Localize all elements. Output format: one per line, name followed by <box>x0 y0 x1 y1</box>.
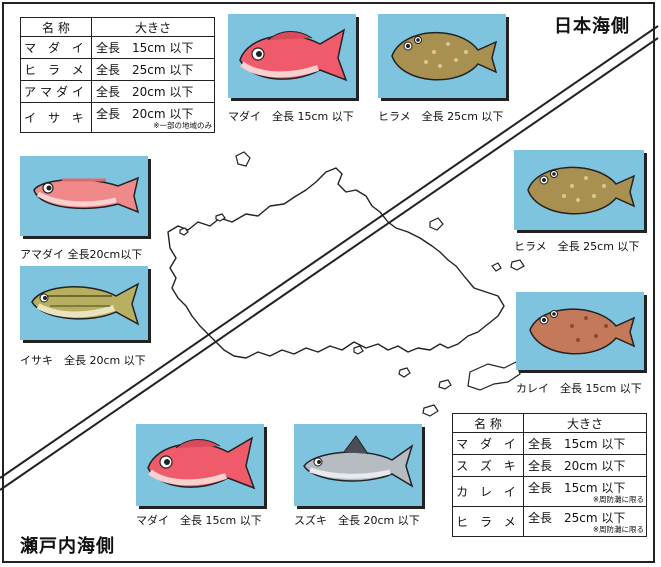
table-row: イ サ キ 全長 20cm 以下 ※一部の地域のみ <box>20 102 215 133</box>
table-header-name: 名 称 <box>20 17 92 37</box>
fish-caption: マダイ 全長 15cm 以下 <box>136 514 262 527</box>
fish-illustration <box>228 14 356 98</box>
size-table-seto-inland-sea: 名 称 大きさ マ ダ イ 全長 15cm 以下 ス ズ キ 全長 20cm 以… <box>452 413 647 537</box>
table-cell-name: カ レ イ <box>452 476 524 507</box>
fish-caption: ヒラメ 全長 25cm 以下 <box>378 110 504 123</box>
sea-boundary-lines <box>0 25 659 491</box>
table-cell-size: 全長 15cm 以下 ※周防灘に限る <box>523 476 647 507</box>
madai-fish-icon <box>239 28 348 82</box>
table-header-size: 大きさ <box>91 17 215 37</box>
table-row: ヒ ラ メ 全長 25cm 以下 <box>20 58 215 81</box>
fish-caption: カレイ 全長 15cm 以下 <box>516 382 642 395</box>
amadai-fish-icon <box>33 176 140 214</box>
table-cell-size: 全長 20cm 以下 ※一部の地域のみ <box>91 102 215 133</box>
madai-fish-icon <box>147 436 256 490</box>
table-cell-name: ス ズ キ <box>452 454 524 477</box>
table-row: マ ダ イ 全長 15cm 以下 <box>20 36 215 59</box>
size-table-japan-sea: 名 称 大きさ マ ダ イ 全長 15cm 以下 ヒ ラ メ 全長 25cm 以… <box>20 17 215 133</box>
table-row: ス ズ キ 全長 20cm 以下 <box>452 454 647 477</box>
table-row: カ レ イ 全長 15cm 以下 ※周防灘に限る <box>452 476 647 507</box>
island-small-5 <box>429 217 444 231</box>
mainland-outline <box>167 167 505 359</box>
island-small-7 <box>215 213 226 222</box>
table-row: マ ダ イ 全長 15cm 以下 <box>452 432 647 455</box>
table-header-row: 名 称 大きさ <box>452 413 647 433</box>
fish-caption: アマダイ 全長20cm以下 <box>20 248 143 261</box>
suzuki-fish-icon <box>303 435 414 488</box>
table-cell-name: ヒ ラ メ <box>452 506 524 537</box>
fish-illustration <box>136 424 264 506</box>
table-cell-name: ヒ ラ メ <box>20 58 92 81</box>
fish-illustration <box>514 150 644 230</box>
hirame-fish-icon <box>527 166 636 215</box>
island-small-3 <box>438 379 452 390</box>
fish-illustration <box>20 266 148 340</box>
table-cell-size: 全長 25cm 以下 ※周防灘に限る <box>523 506 647 537</box>
fish-caption: ヒラメ 全長 25cm 以下 <box>514 240 640 253</box>
fish-caption: イサキ 全長 20cm 以下 <box>20 354 146 367</box>
boundary-line-outer <box>0 25 659 479</box>
table-row: ヒ ラ メ 全長 25cm 以下 ※周防灘に限る <box>452 506 647 537</box>
table-cell-size: 全長 20cm 以下 <box>523 454 647 477</box>
boundary-line-inner <box>0 37 659 491</box>
island-small-4 <box>398 367 411 378</box>
fish-caption: スズキ 全長 20cm 以下 <box>294 514 420 527</box>
table-cell-size: 全長 15cm 以下 <box>523 432 647 455</box>
table-cell-name: マ ダ イ <box>452 432 524 455</box>
island-small-9 <box>353 345 364 355</box>
table-cell-name: マ ダ イ <box>20 36 92 59</box>
table-cell-size: 全長 15cm 以下 <box>91 36 215 59</box>
fish-illustration <box>378 14 506 98</box>
fish-illustration <box>516 292 644 370</box>
table-cell-size: 全長 25cm 以下 <box>91 58 215 81</box>
table-cell-note: ※一部の地域のみ <box>153 121 212 130</box>
island-small-1 <box>235 151 251 167</box>
table-header-name: 名 称 <box>452 413 524 433</box>
table-cell-note: ※周防灘に限る <box>592 525 644 534</box>
fish-illustration <box>20 156 148 236</box>
hirame-fish-icon <box>391 31 498 81</box>
island-small-10 <box>491 262 502 272</box>
table-cell-size: 全長 20cm 以下 <box>91 80 215 103</box>
karei-fish-icon <box>529 308 636 355</box>
table-header-row: 名 称 大きさ <box>20 17 215 37</box>
isaki-fish-icon <box>31 282 140 326</box>
island-east <box>467 361 521 391</box>
region-title-japan-sea: 日本海側 <box>554 16 630 37</box>
table-cell-note: ※周防灘に限る <box>592 495 644 504</box>
island-small-2 <box>422 404 439 417</box>
table-cell-name: イ サ キ <box>20 102 92 133</box>
island-small-8 <box>179 227 189 236</box>
fish-caption: マダイ 全長 15cm 以下 <box>228 110 354 123</box>
fish-illustration <box>294 424 422 506</box>
island-small-6 <box>510 259 525 271</box>
region-title-seto-inland-sea: 瀬戸内海側 <box>20 536 115 557</box>
prefecture-map <box>167 151 525 417</box>
table-cell-name: アマダイ <box>20 80 92 103</box>
table-header-size: 大きさ <box>523 413 647 433</box>
table-row: アマダイ 全長 20cm 以下 <box>20 80 215 103</box>
